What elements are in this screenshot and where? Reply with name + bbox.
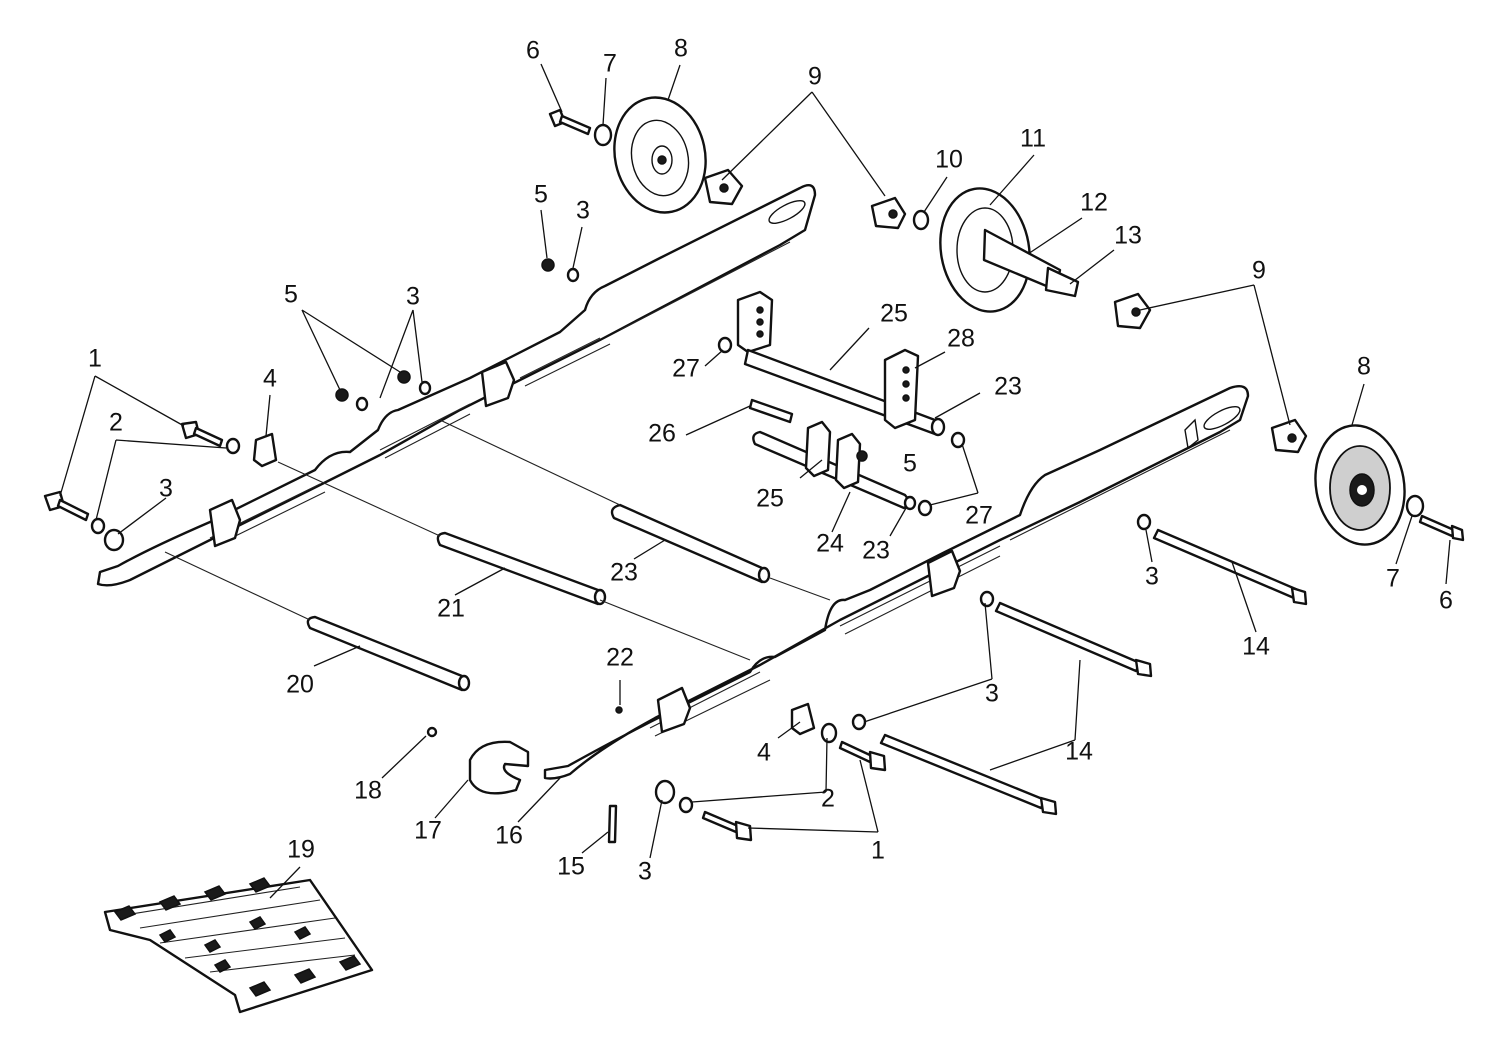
callout-25: 25 <box>756 485 784 513</box>
callout-14: 14 <box>1065 738 1093 766</box>
track-section <box>103 877 374 1014</box>
cross-shafts <box>164 419 831 692</box>
callout-11: 11 <box>1020 125 1046 153</box>
callout-22: 22 <box>606 644 634 672</box>
leader-lines <box>59 63 1451 899</box>
left-rail <box>96 184 817 587</box>
idler-wheel-center <box>939 187 1080 313</box>
callout-14: 14 <box>1242 633 1270 661</box>
callout-23: 23 <box>862 537 890 565</box>
callout-3: 3 <box>159 475 173 503</box>
callout-24: 24 <box>816 530 844 558</box>
idler-wheel-right <box>1314 424 1406 546</box>
callout-23: 23 <box>610 559 638 587</box>
callout-1: 1 <box>88 345 102 373</box>
callout-10: 10 <box>935 146 963 174</box>
front-arm-assembly <box>736 290 946 437</box>
callout-3: 3 <box>1145 563 1159 591</box>
callout-5: 5 <box>534 181 548 209</box>
callout-7: 7 <box>1386 565 1400 593</box>
callout-27: 27 <box>965 502 993 530</box>
callout-3: 3 <box>638 858 652 886</box>
idler-wheel-left <box>613 96 707 214</box>
small-fasteners <box>43 108 1465 844</box>
callout-13: 13 <box>1114 222 1142 250</box>
rail-guide-blocks <box>208 360 962 734</box>
callout-3: 3 <box>985 680 999 708</box>
rear-arm-assembly <box>752 420 917 511</box>
callout-12: 12 <box>1080 189 1108 217</box>
callout-9: 9 <box>808 63 822 91</box>
callout-21: 21 <box>437 595 465 623</box>
axle-blocks <box>703 168 1308 454</box>
callout-4: 4 <box>263 365 277 393</box>
callout-28: 28 <box>947 325 975 353</box>
callout-23: 23 <box>994 373 1022 401</box>
callout-9: 9 <box>1252 257 1266 285</box>
callout-16: 16 <box>495 822 523 850</box>
callout-20: 20 <box>286 671 314 699</box>
callout-1: 1 <box>871 837 885 865</box>
callout-26: 26 <box>648 420 676 448</box>
callout-27: 27 <box>672 355 700 383</box>
callout-18: 18 <box>354 777 382 805</box>
callout-3: 3 <box>576 197 590 225</box>
callout-2: 2 <box>109 409 123 437</box>
callout-8: 8 <box>1357 353 1371 381</box>
callout-19: 19 <box>287 836 315 864</box>
callout-6: 6 <box>526 37 540 65</box>
callout-5: 5 <box>284 281 298 309</box>
callout-labels: 6 7 8 9 5 3 10 11 12 13 9 5 3 25 28 27 1… <box>88 35 1453 886</box>
callout-7: 7 <box>603 50 617 78</box>
callout-8: 8 <box>674 35 688 63</box>
callout-4: 4 <box>757 739 771 767</box>
callout-6: 6 <box>1439 587 1453 615</box>
callout-3: 3 <box>406 283 420 311</box>
callout-2: 2 <box>821 785 835 813</box>
rail-tip-protector <box>468 740 530 795</box>
callout-25: 25 <box>880 300 908 328</box>
callout-5: 5 <box>903 450 917 478</box>
callout-17: 17 <box>414 817 442 845</box>
long-bolts <box>879 528 1308 816</box>
callout-15: 15 <box>557 853 585 881</box>
